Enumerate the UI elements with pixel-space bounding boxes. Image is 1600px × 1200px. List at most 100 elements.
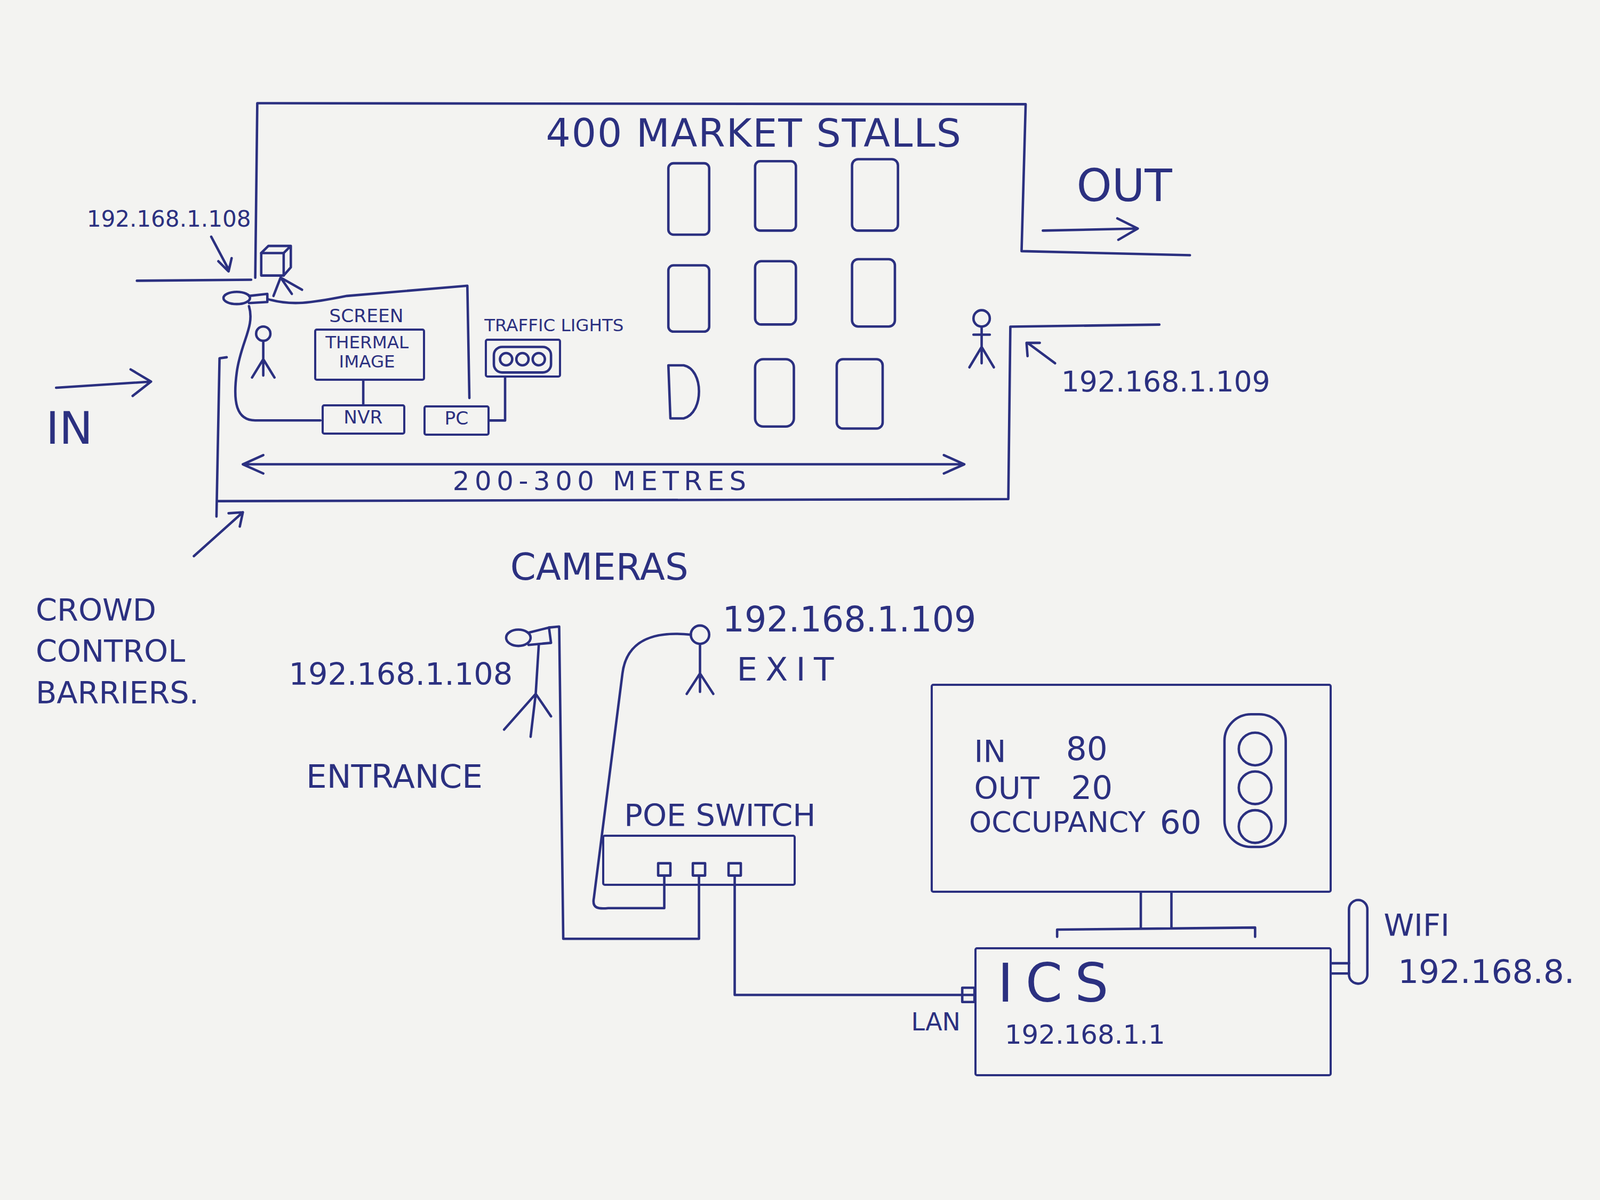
cable-connector: [734, 885, 975, 996]
traffic-light-symbol: [500, 353, 513, 366]
market-stall: [755, 358, 795, 427]
flow-arrow: [1042, 218, 1138, 240]
flow-arrow: [56, 369, 151, 397]
entrance-camera: [223, 291, 275, 378]
box-camera: [273, 277, 303, 296]
venue-wall: [254, 102, 1190, 278]
counter-name: IN: [974, 736, 1007, 767]
port-label: WIFI: [1383, 910, 1450, 941]
market-stall: [668, 365, 699, 419]
monitor-stand: [1057, 892, 1255, 937]
box-heading: POE SWITCH: [624, 800, 816, 831]
box-camera: [261, 245, 291, 276]
market-stall: [668, 163, 710, 235]
traffic-light-symbol: [493, 347, 551, 373]
traffic-light-symbol: [1224, 714, 1286, 847]
venue-outline: 400 MARKET STALLSSCREENTHERMAL IMAGENVRP…: [132, 97, 1199, 521]
camera-label: EXIT: [736, 652, 842, 686]
leader-arrow: [211, 236, 232, 272]
box-heading: SCREEN: [329, 306, 404, 325]
traffic-light-symbol: [1238, 810, 1272, 843]
screen-box: SCREENTHERMAL IMAGE: [314, 328, 426, 381]
illustration-strokes: [56, 158, 1368, 1002]
counter-name: OUT: [974, 773, 1040, 804]
tripod-camera: [686, 643, 714, 694]
counter-value: 80: [1066, 732, 1108, 765]
traffic-light-symbol: [1238, 732, 1272, 766]
switch-port: [728, 863, 741, 876]
tripod-camera: [506, 629, 531, 646]
traffic-light-symbol: [516, 353, 529, 366]
market-stall: [755, 261, 797, 325]
market-stall: [852, 259, 895, 327]
traffic-light-symbol: [1238, 771, 1272, 804]
market-stall: [852, 158, 899, 231]
cable-connector: [362, 380, 365, 405]
counter-value: 60: [1160, 805, 1202, 839]
venue-wall: [217, 324, 1160, 501]
box-text: NVR: [343, 408, 383, 427]
wifi-antenna: [1348, 900, 1367, 984]
traffic-light-symbol: [532, 353, 546, 366]
ip-address: 192.168.1.109: [1061, 367, 1271, 397]
box-camera: [261, 245, 303, 296]
ip-address: 192.168.1.108: [86, 208, 252, 231]
network-cable: [593, 633, 691, 909]
pc-box: PC: [423, 405, 490, 437]
market-stall: [668, 158, 898, 429]
exit-camera: [969, 326, 995, 368]
box-heading: TRAFFIC LIGHTS: [484, 316, 624, 335]
counter-value: 20: [1070, 771, 1113, 804]
entrance-camera: [252, 340, 275, 378]
venue-outline-shape: [132, 97, 1199, 521]
ip-address: 192.168.1.109: [722, 602, 977, 637]
entrance-camera: [256, 326, 271, 341]
exit-camera: [969, 310, 995, 368]
counter-name: OCCUPANCY: [969, 808, 1146, 837]
tripod-camera: [528, 627, 551, 646]
crowd-barrier: [267, 285, 470, 398]
traffic-light-symbol: [1224, 714, 1286, 847]
flow-label: OUT: [1076, 163, 1172, 208]
market-stall: [836, 358, 883, 429]
crowd-barrier: [267, 285, 470, 398]
box-text: PC: [444, 409, 469, 428]
network-cable: [548, 626, 735, 939]
cable-connector: [489, 377, 506, 421]
entrance-camera: [249, 293, 268, 303]
wifi-antenna: [1331, 900, 1368, 984]
area-title: 400 MARKET STALLS: [546, 114, 963, 154]
leader-arrow: [194, 236, 1056, 557]
wifi-antenna: [1331, 963, 1350, 974]
leader-arrow: [1026, 342, 1056, 364]
camera-cable: [235, 306, 321, 421]
switch-port: [692, 863, 706, 876]
venue-wall: [216, 357, 227, 517]
box-camera: [261, 252, 284, 276]
nvr-box: NVR: [321, 404, 406, 436]
camera-cable: [235, 306, 321, 421]
monitor-stand: [1057, 892, 1255, 937]
section-heading: CAMERAS: [510, 548, 689, 586]
market-stall: [755, 161, 797, 231]
flow-label: IN: [45, 405, 93, 451]
tripod-camera: [690, 625, 709, 644]
note-label: CROWD CONTROL BARRIERS.: [35, 589, 255, 714]
monitor-screen: IN 80OUT 20OCCUPANCY 60: [930, 683, 1332, 893]
dimension-label: 200-300 METRES: [446, 468, 758, 495]
port-label: LAN: [911, 1010, 961, 1035]
device-name: ICS: [997, 956, 1122, 1010]
switch-port: [658, 863, 741, 876]
box-text: THERMAL IMAGE: [317, 333, 416, 372]
network-cable: [548, 626, 699, 939]
traffic-light-symbol: [493, 347, 551, 373]
market-stall: [668, 265, 710, 332]
poe-switch-box: POE SWITCH: [602, 834, 797, 886]
traffic-lights-box: TRAFFIC LIGHTS: [484, 338, 562, 378]
exit-camera: [973, 310, 990, 327]
ip-address: 192.168.1.1: [1004, 1021, 1166, 1049]
entrance-camera: [223, 291, 251, 304]
